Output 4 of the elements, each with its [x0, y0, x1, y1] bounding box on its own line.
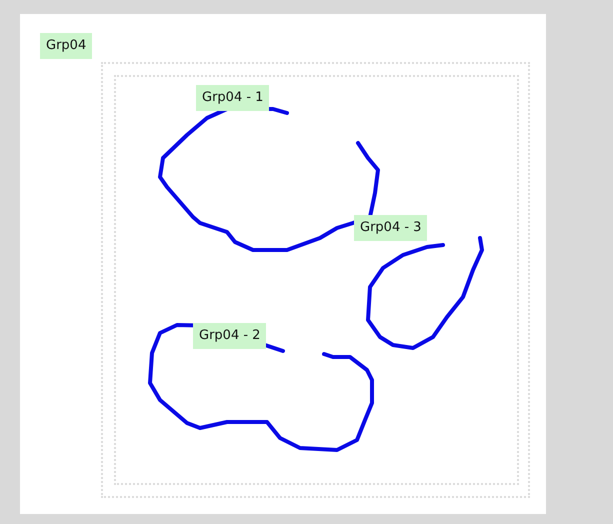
group-tag: Grp04 - 1 — [196, 85, 270, 111]
group-tag: Grp04 — [40, 33, 92, 59]
group-tag: Grp04 - 3 — [354, 215, 428, 241]
group-tag: Grp04 - 2 — [193, 323, 266, 349]
